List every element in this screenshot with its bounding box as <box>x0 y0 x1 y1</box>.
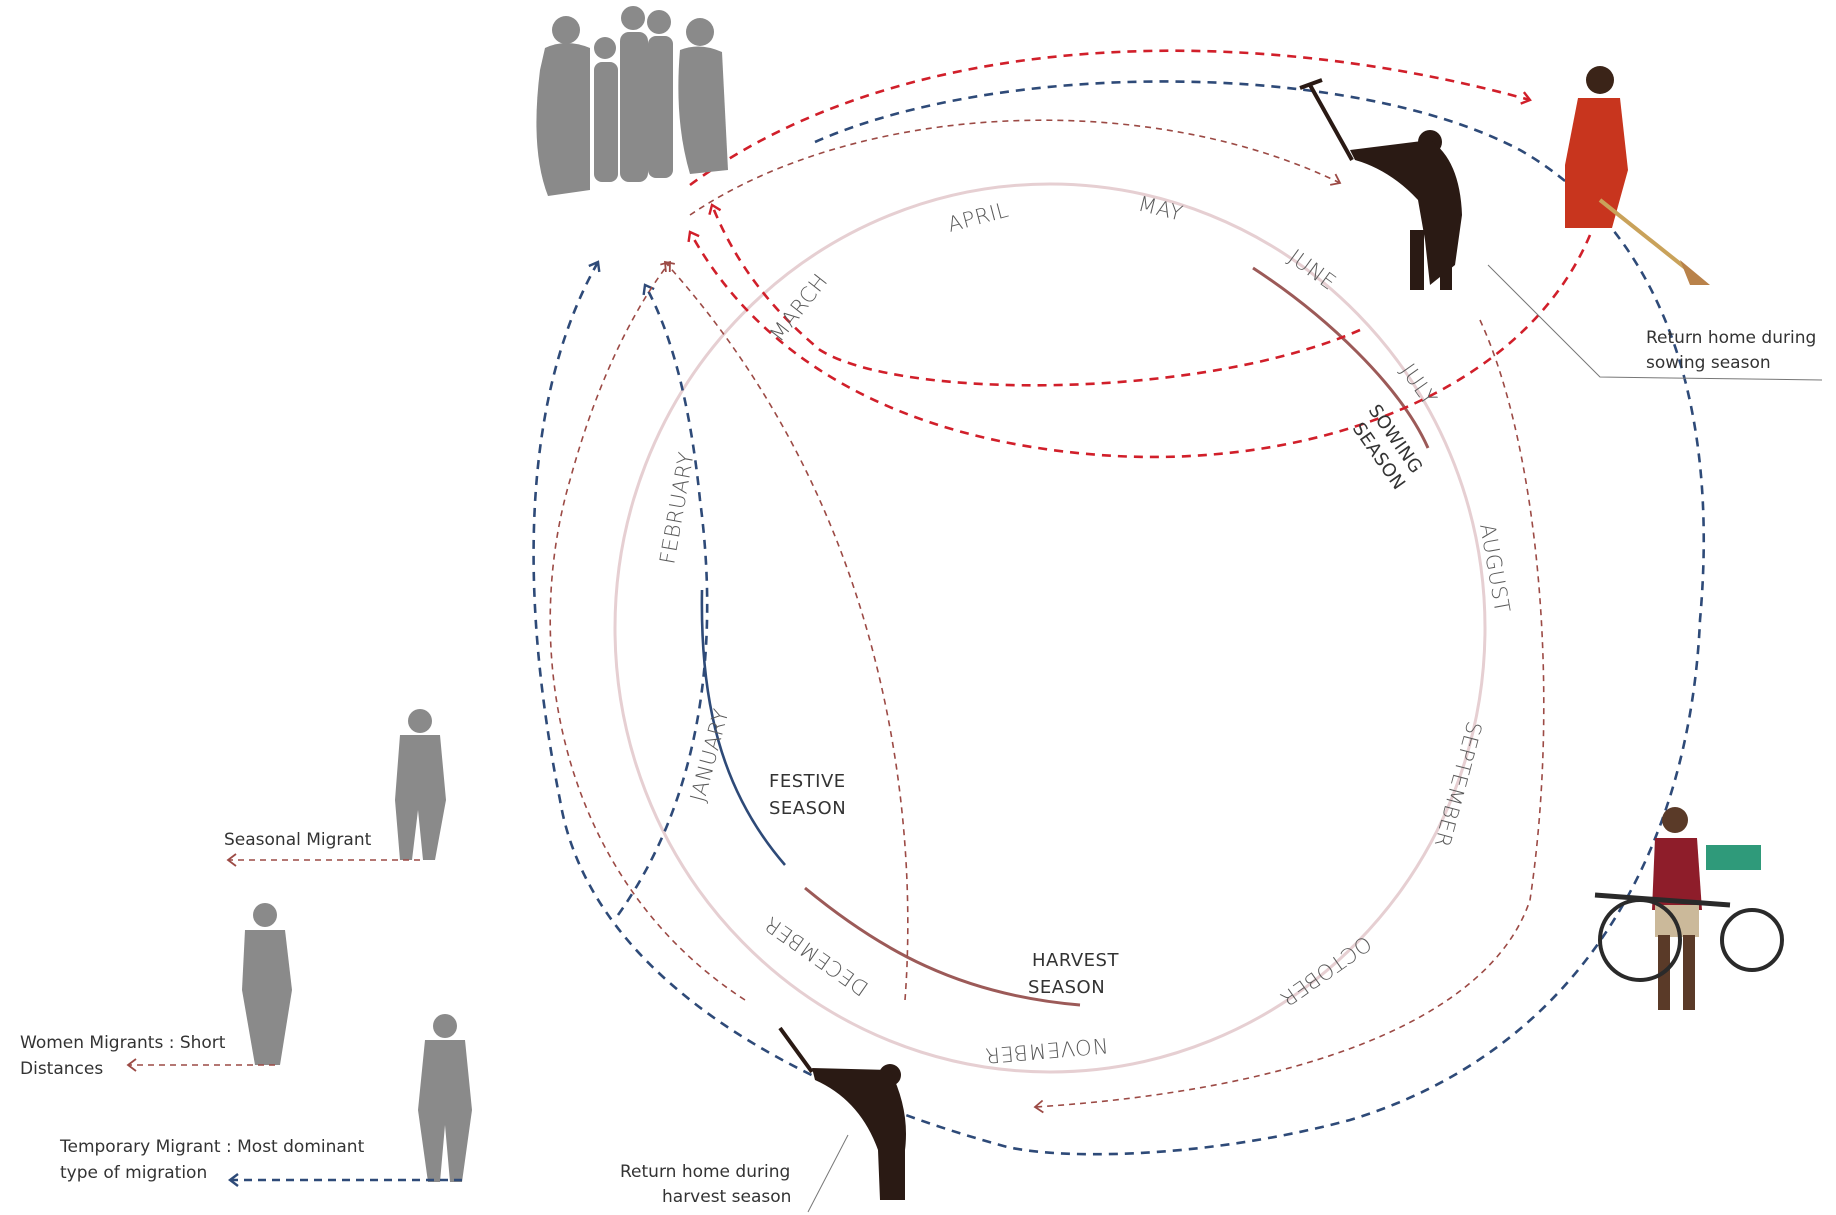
legend-seasonal-migrant: Seasonal Migrant <box>224 709 446 867</box>
harvest-season-label-line1: HARVEST <box>1032 950 1119 971</box>
seasonal-migrant-silhouette <box>395 709 446 860</box>
seasonal-migrant-label: Seasonal Migrant <box>224 830 372 850</box>
sowing-return-note-line2: sowing season <box>1646 353 1771 373</box>
festive-season-arc <box>700 589 786 866</box>
harvest-return-note-line2: harvest season <box>662 1187 791 1207</box>
family-silhouette-group <box>536 6 728 196</box>
woman-sweeping-figure <box>1565 66 1710 285</box>
sowing-return-note-line1: Return home during <box>1646 328 1816 348</box>
women-migrants-label-line2: Distances <box>20 1059 103 1079</box>
month-october-label: OCTOBER <box>1276 931 1376 1011</box>
temporary-migrant-label-line2: type of migration <box>60 1163 207 1183</box>
month-february-label: FEBRUARY <box>655 450 698 566</box>
migration-arc-blue-inner <box>616 283 709 916</box>
women-migrants-label-line1: Women Migrants : Short <box>20 1033 226 1053</box>
migration-arc-red-top <box>689 49 1532 187</box>
festive-season-label-line1: FESTIVE <box>769 771 846 792</box>
month-november-label: NOVEMBER <box>984 1033 1109 1068</box>
temporary-migrant-silhouette <box>418 1014 472 1182</box>
migration-arc-brown-top <box>689 119 1342 216</box>
migration-arc-blue-top <box>532 80 1706 1156</box>
month-january-label: JANUARY <box>686 706 734 804</box>
legend-women-migrants: Women Migrants : Short Distances <box>20 903 292 1079</box>
harvest-return-leader-line <box>807 1134 849 1213</box>
temporary-migrant-label-line1: Temporary Migrant : Most dominant <box>59 1137 365 1157</box>
harvest-season-label-line2: SEASON <box>1028 977 1105 998</box>
migration-arc-brown-middle <box>663 260 909 1001</box>
legend-temporary-migrant: Temporary Migrant : Most dominant type o… <box>59 1014 472 1187</box>
sowing-season-arc <box>1252 266 1430 449</box>
women-migrant-silhouette <box>242 903 292 1065</box>
migration-arc-brown-right <box>1033 319 1545 1114</box>
month-june-label: JUNE <box>1284 245 1341 295</box>
month-may-label: MAY <box>1136 192 1186 226</box>
month-april-label: APRIL <box>945 198 1011 237</box>
month-september-label: SEPTEMBER <box>1430 719 1487 850</box>
migration-arc-red-outer <box>687 230 1592 459</box>
farmer-pickaxe-figure-top <box>1299 78 1462 290</box>
calendar-ring <box>613 182 1487 1074</box>
sowing-return-leader-line <box>1487 264 1823 381</box>
migration-arc-brown-left <box>549 260 746 1001</box>
harvest-return-note-line1: Return home during <box>620 1162 790 1182</box>
harvest-season-arc <box>804 886 1081 1007</box>
migration-arc-red-inner <box>708 203 1361 387</box>
rickshaw-puller-figure <box>1594 807 1784 1010</box>
farmer-pickaxe-figure-bottom <box>778 1026 906 1200</box>
festive-season-label-line2: SEASON <box>769 798 846 819</box>
